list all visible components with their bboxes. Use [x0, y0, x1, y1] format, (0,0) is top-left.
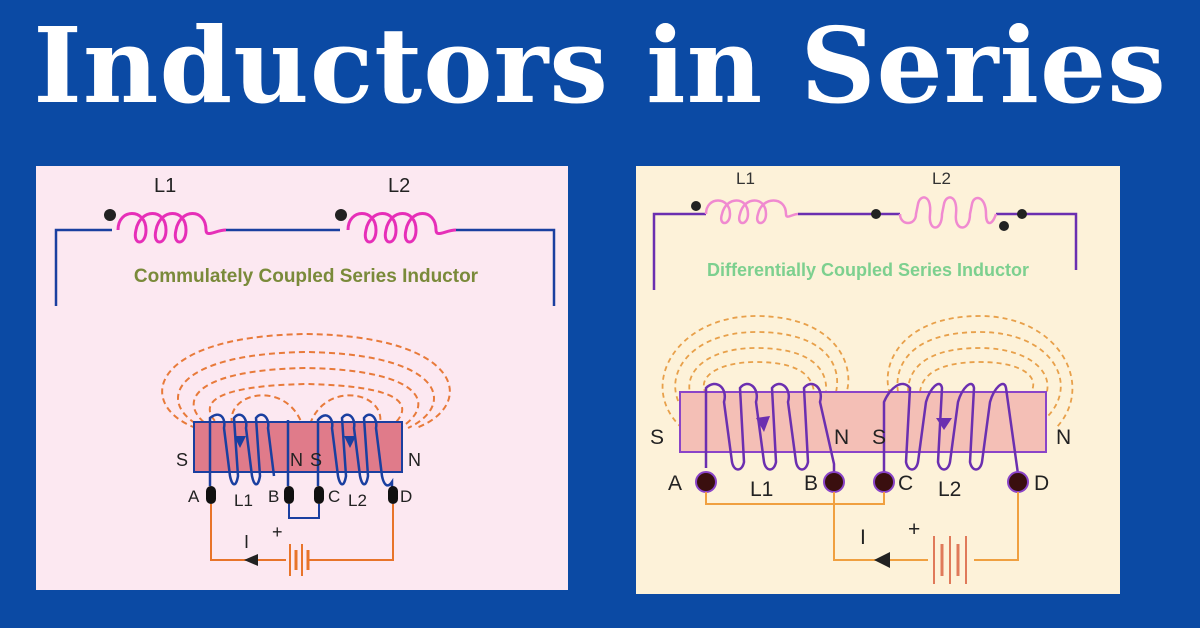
- battery-return-wire: [974, 492, 1019, 561]
- current-label: I: [244, 532, 249, 552]
- right-wire: [456, 228, 556, 306]
- terminal-label-c: C: [898, 472, 913, 495]
- terminal-label-a: A: [668, 472, 682, 495]
- dot-l2-end: [1017, 209, 1027, 219]
- battery-return-wire: [308, 504, 394, 561]
- terminal-label-b: B: [268, 487, 279, 506]
- cumulative-diagram-svg: L1 L2 Commulately Coupled Series Inducto…: [54, 175, 556, 576]
- pole-label-s1: S: [176, 450, 188, 470]
- battery-icon: [289, 544, 310, 576]
- dot-l1-right: [871, 209, 881, 219]
- inductor-l2-symbol: [898, 196, 998, 229]
- battery-plus-sign: +: [272, 522, 283, 542]
- bc-link-wire: [288, 504, 320, 519]
- current-label: I: [860, 526, 866, 549]
- pole-label-n1: N: [290, 450, 303, 470]
- pole-label-s2: S: [310, 450, 322, 470]
- differential-coupling-diagram: L1 L2 Differentially Coupled Series Indu…: [636, 166, 1120, 594]
- current-arrow-l1: [756, 416, 770, 432]
- diagram-caption: Commulately Coupled Series Inductor: [134, 266, 479, 287]
- pole-label-n2: N: [1056, 426, 1071, 449]
- terminals: [695, 471, 1029, 493]
- coil-label-l2: L2: [348, 491, 367, 510]
- current-arrow-l2: [344, 436, 356, 448]
- diagram-caption: Differentially Coupled Series Inductor: [707, 260, 1029, 280]
- current-arrow-l1: [234, 436, 246, 448]
- battery-circuit-wire: [210, 504, 286, 561]
- terminal-label-a: A: [188, 487, 200, 506]
- terminal-label-d: D: [400, 487, 412, 506]
- inductor-l1-symbol: [704, 199, 799, 225]
- inductor-l2-symbol: [346, 212, 457, 244]
- inductor-label-l2: L2: [388, 175, 410, 197]
- current-direction-arrow: [874, 552, 890, 568]
- inductor-label-l1: L1: [154, 175, 176, 197]
- terminal-label-b: B: [804, 472, 818, 495]
- pole-label-s1: S: [650, 426, 664, 449]
- current-arrow-l2: [936, 418, 952, 430]
- cumulative-coupling-diagram: L1 L2 Commulately Coupled Series Inducto…: [36, 166, 568, 590]
- current-direction-arrow: [244, 554, 258, 566]
- pole-label-n2: N: [408, 450, 421, 470]
- inductor-label-l1: L1: [736, 169, 755, 188]
- ac-link-wire: [705, 492, 885, 505]
- page-title: Inductors in Series: [33, 4, 1167, 127]
- iron-core: [193, 421, 403, 473]
- battery-plus-sign: +: [908, 518, 920, 541]
- coil-windings: [208, 413, 394, 488]
- differential-diagram-svg: L1 L2 Differentially Coupled Series Indu…: [650, 169, 1078, 584]
- pole-label-n1: N: [834, 426, 849, 449]
- dot-l1-left: [691, 201, 701, 211]
- coil-windings: [704, 382, 1020, 475]
- terminal-label-c: C: [328, 487, 340, 506]
- battery-circuit-wire: [833, 492, 928, 561]
- magnetic-field-lines: [661, 315, 1074, 429]
- inductor-label-l2: L2: [932, 169, 951, 188]
- pole-label-s2: S: [872, 426, 886, 449]
- top-circuit-wire: [54, 228, 112, 306]
- magnetic-field-lines: [161, 332, 451, 429]
- coil-label-l1: L1: [750, 478, 773, 501]
- dot-l2-right: [999, 221, 1009, 231]
- dot-l2: [335, 209, 347, 221]
- terminals: [206, 486, 398, 504]
- coil-label-l1: L1: [234, 491, 253, 510]
- inductor-l1-symbol: [116, 212, 227, 244]
- top-circuit-wire: [652, 212, 706, 290]
- terminal-label-d: D: [1034, 472, 1049, 495]
- coil-label-l2: L2: [938, 478, 961, 501]
- dot-l1: [104, 209, 116, 221]
- battery-icon: [933, 536, 967, 584]
